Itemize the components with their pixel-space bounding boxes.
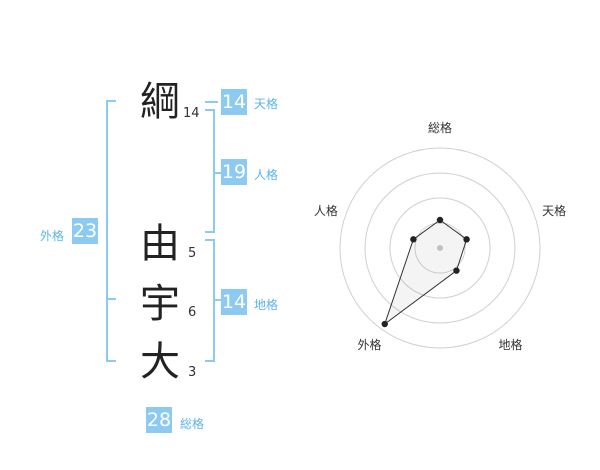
radar-center — [437, 245, 443, 251]
radar-axis-label: 地格 — [499, 337, 523, 352]
tenkaku-label: 天格 — [254, 97, 279, 111]
stroke-count-1: 14 — [183, 106, 200, 121]
tenkaku-connector — [205, 101, 218, 103]
gaikaku-bracket-tick — [106, 298, 116, 300]
radar-ring — [364, 172, 516, 324]
radar-ring — [389, 197, 491, 299]
radar-point — [410, 236, 417, 243]
name-char-1: 綱 — [140, 79, 180, 125]
radar-axis-label: 外格 — [357, 337, 381, 352]
jinkaku-value-badge: 19 — [221, 159, 247, 185]
gaikaku-bracket — [106, 100, 116, 362]
radar-point — [436, 216, 444, 224]
radar-axis-label: 天格 — [542, 203, 566, 218]
name-char-2: 由 — [140, 221, 180, 267]
radar-point — [381, 320, 388, 328]
radar-ring — [339, 147, 541, 349]
gaikaku-label: 外格 — [40, 229, 65, 243]
chikaku-connector — [215, 299, 221, 301]
radar-axis-label: 総格 — [428, 120, 452, 135]
radar-data-polygon — [383, 219, 468, 326]
chikaku-label: 地格 — [254, 298, 279, 312]
soukaku-value-badge: 28 — [146, 407, 172, 433]
name-char-3: 宇 — [140, 281, 180, 327]
gaikaku-value-badge: 23 — [72, 218, 98, 244]
stroke-count-2: 5 — [188, 246, 197, 261]
jinkaku-label: 人格 — [254, 168, 279, 182]
chikaku-bracket — [205, 239, 215, 362]
radar-axis-label: 人格 — [314, 203, 338, 218]
name-char-4: 大 — [140, 339, 180, 385]
jinkaku-connector — [215, 172, 221, 174]
stroke-count-3: 6 — [188, 305, 197, 320]
stroke-count-4: 3 — [188, 365, 197, 380]
jinkaku-bracket — [205, 109, 215, 233]
tenkaku-value-badge: 14 — [221, 89, 247, 115]
radar-point — [463, 236, 470, 243]
soukaku-label: 総格 — [180, 417, 205, 431]
chikaku-value-badge: 14 — [221, 289, 247, 315]
radar-point — [453, 267, 460, 274]
